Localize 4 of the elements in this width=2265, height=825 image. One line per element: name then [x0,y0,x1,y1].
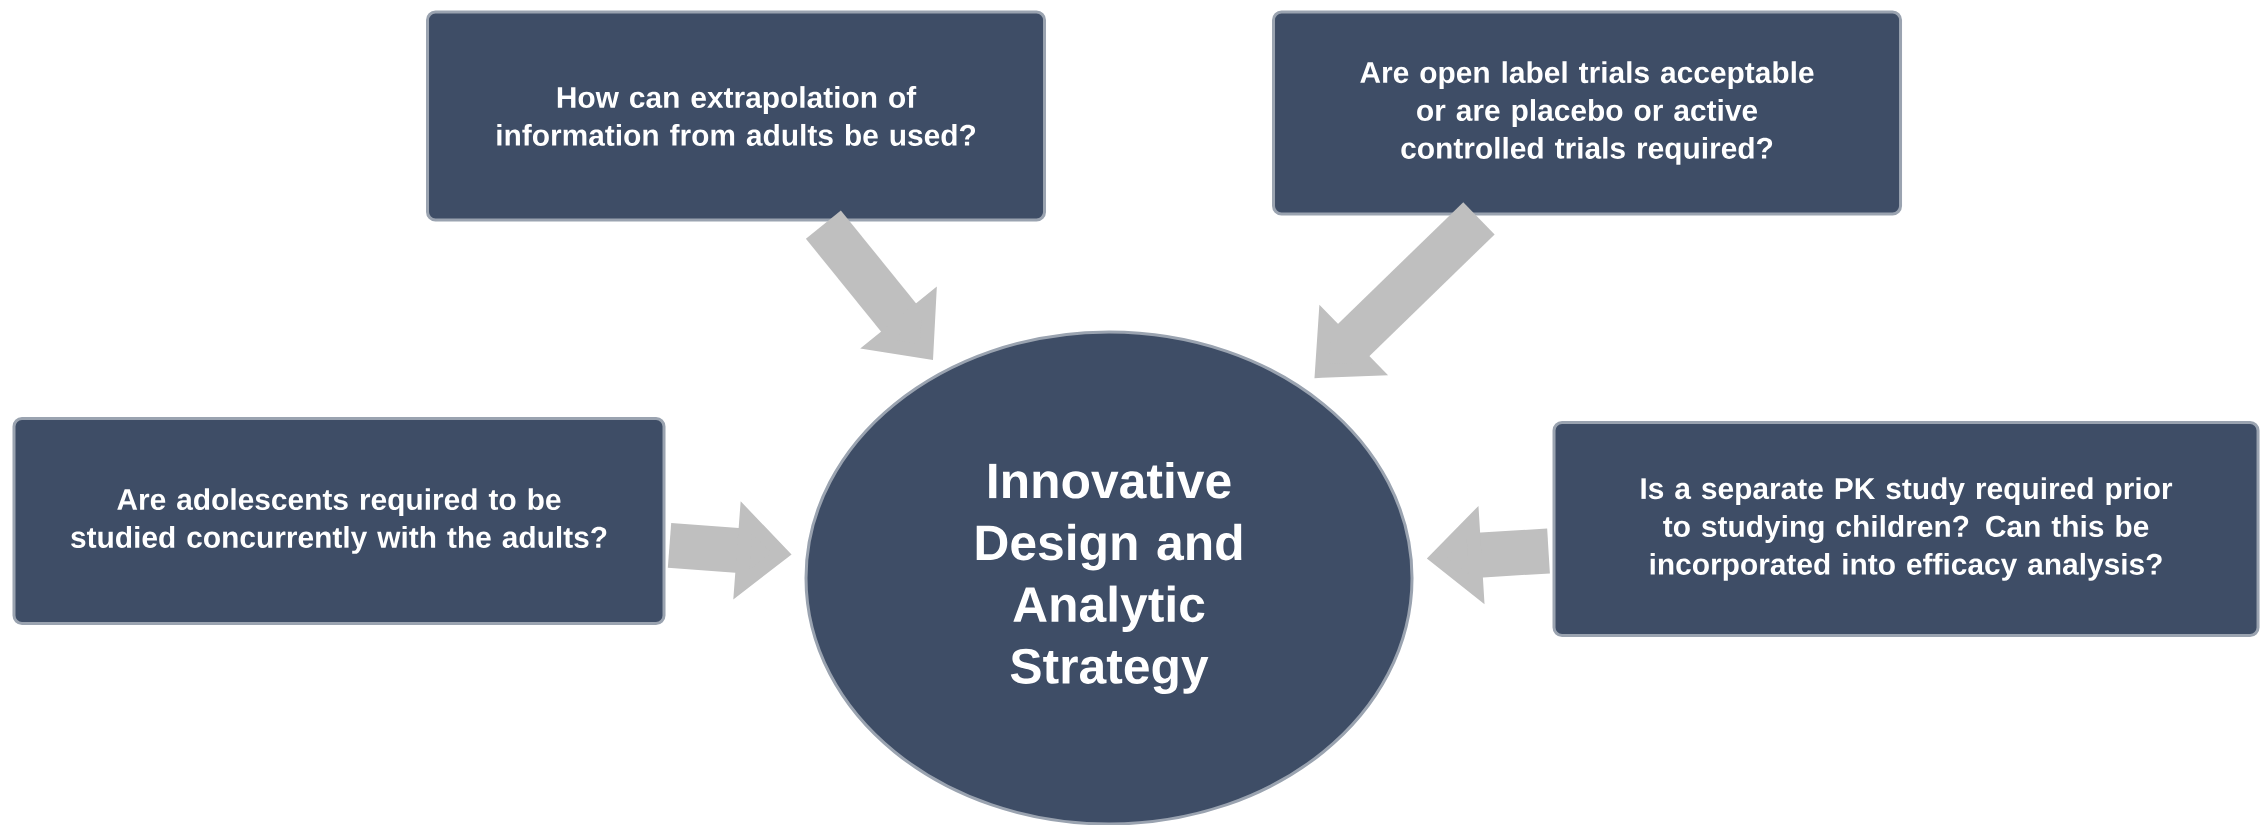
question-box: How can extrapolation of information from adults be used? [426,10,1046,222]
question-box: Are adolescents required to be studied concurrently with the adults? [12,417,666,625]
question-box: Is a separate PK study required prior to studying children? Can this be incorporated into efficacy analysis? [1552,421,2260,637]
question-box: Are open label trials acceptable or are placebo or active controlled trials required? [1272,10,1903,216]
